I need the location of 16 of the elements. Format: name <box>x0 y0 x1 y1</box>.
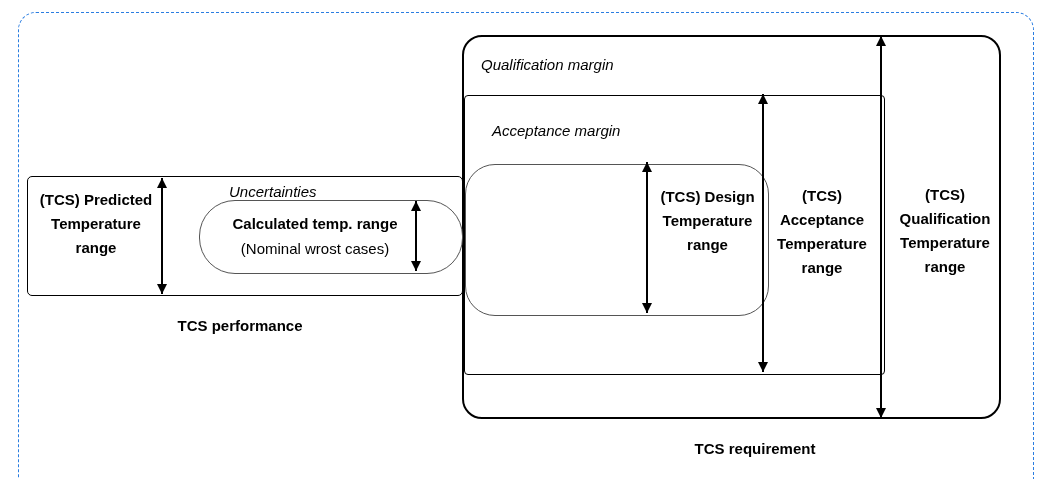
group-caption: TCS requirement <box>693 439 817 459</box>
calculated-box <box>199 200 463 274</box>
qualification-box <box>462 35 1001 419</box>
uncertainties-label: Uncertainties <box>229 182 318 202</box>
group-caption: TCS performance <box>176 316 304 336</box>
case-note: (Nominal wrost cases) <box>239 239 391 259</box>
range-label: (TCS) Qualification Temperature range <box>898 185 992 277</box>
range-label: (TCS) Predicted Temperature range <box>39 190 153 258</box>
range-label: Calculated temp. range <box>231 214 399 234</box>
range-label: (TCS) Design Temperature range <box>659 187 756 255</box>
acceptance-box <box>464 95 885 375</box>
design-box <box>465 164 769 316</box>
margin-label: Qualification margin <box>481 55 615 75</box>
range-label: (TCS) Acceptance Temperature range <box>776 186 868 278</box>
margin-label: Acceptance margin <box>492 121 622 141</box>
predicted-box <box>27 176 463 296</box>
